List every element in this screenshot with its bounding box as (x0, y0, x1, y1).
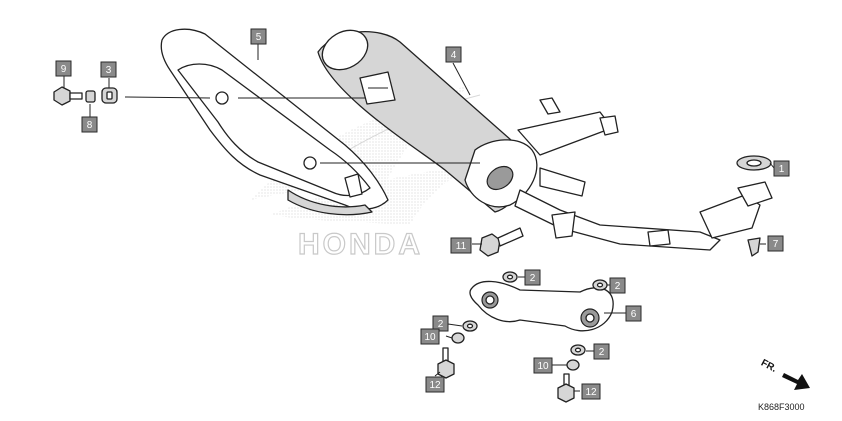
front-direction-indicator: FR. (759, 358, 810, 390)
flange-bolt-part (479, 227, 524, 257)
washer-part (570, 344, 586, 356)
grommet-part (101, 87, 118, 104)
callout-5: 5 (250, 28, 267, 45)
callout-3: 3 (100, 61, 117, 78)
honda-watermark-text: HONDA (298, 228, 423, 261)
svg-text:7: 7 (773, 239, 779, 250)
callout-2: 2 (609, 277, 626, 294)
callout-1: 1 (773, 160, 790, 177)
svg-text:5: 5 (256, 32, 262, 43)
callout-8: 8 (81, 116, 98, 133)
callout-12: 12 (425, 376, 445, 393)
callout-6: 6 (625, 305, 642, 322)
flange-bolt-part (557, 373, 575, 403)
callout-12: 12 (581, 383, 601, 400)
callout-10: 10 (533, 357, 553, 374)
washer-part (462, 320, 478, 332)
callout-2: 2 (593, 343, 610, 360)
svg-text:12: 12 (429, 380, 441, 391)
front-label: FR. (759, 358, 779, 375)
svg-text:2: 2 (599, 347, 605, 358)
svg-text:3: 3 (106, 65, 112, 76)
callout-9: 9 (55, 60, 72, 77)
svg-text:4: 4 (451, 50, 457, 61)
svg-text:11: 11 (456, 241, 467, 252)
diagram-code: K868F3000 (758, 402, 805, 412)
collar-part (566, 359, 580, 371)
svg-text:1: 1 (779, 164, 785, 175)
svg-text:8: 8 (87, 120, 93, 131)
muffler-part (317, 29, 773, 251)
collar-part (85, 90, 96, 103)
gasket-part (736, 155, 772, 171)
svg-text:10: 10 (424, 332, 436, 343)
callout-11: 11 (450, 237, 472, 254)
svg-text:6: 6 (631, 309, 637, 320)
svg-text:10: 10 (537, 361, 549, 372)
callout-2: 2 (432, 315, 449, 332)
svg-text:12: 12 (585, 387, 597, 398)
callout-2: 2 (524, 269, 541, 286)
svg-text:2: 2 (438, 319, 444, 330)
svg-text:2: 2 (615, 281, 621, 292)
muffler-stay-part (469, 280, 614, 332)
small-bolt-part (53, 86, 83, 106)
svg-text:9: 9 (61, 64, 67, 75)
front-arrow-icon (782, 373, 810, 390)
leader-lines (63, 44, 775, 392)
svg-text:2: 2 (530, 273, 536, 284)
washer-part (592, 279, 608, 291)
callout-7: 7 (767, 235, 784, 252)
callout-4: 4 (445, 46, 462, 63)
washer-part (502, 271, 518, 283)
clip-part (747, 237, 761, 257)
collar-part (451, 332, 465, 344)
callout-10: 10 (420, 328, 440, 345)
flange-bolt-part (437, 347, 455, 379)
